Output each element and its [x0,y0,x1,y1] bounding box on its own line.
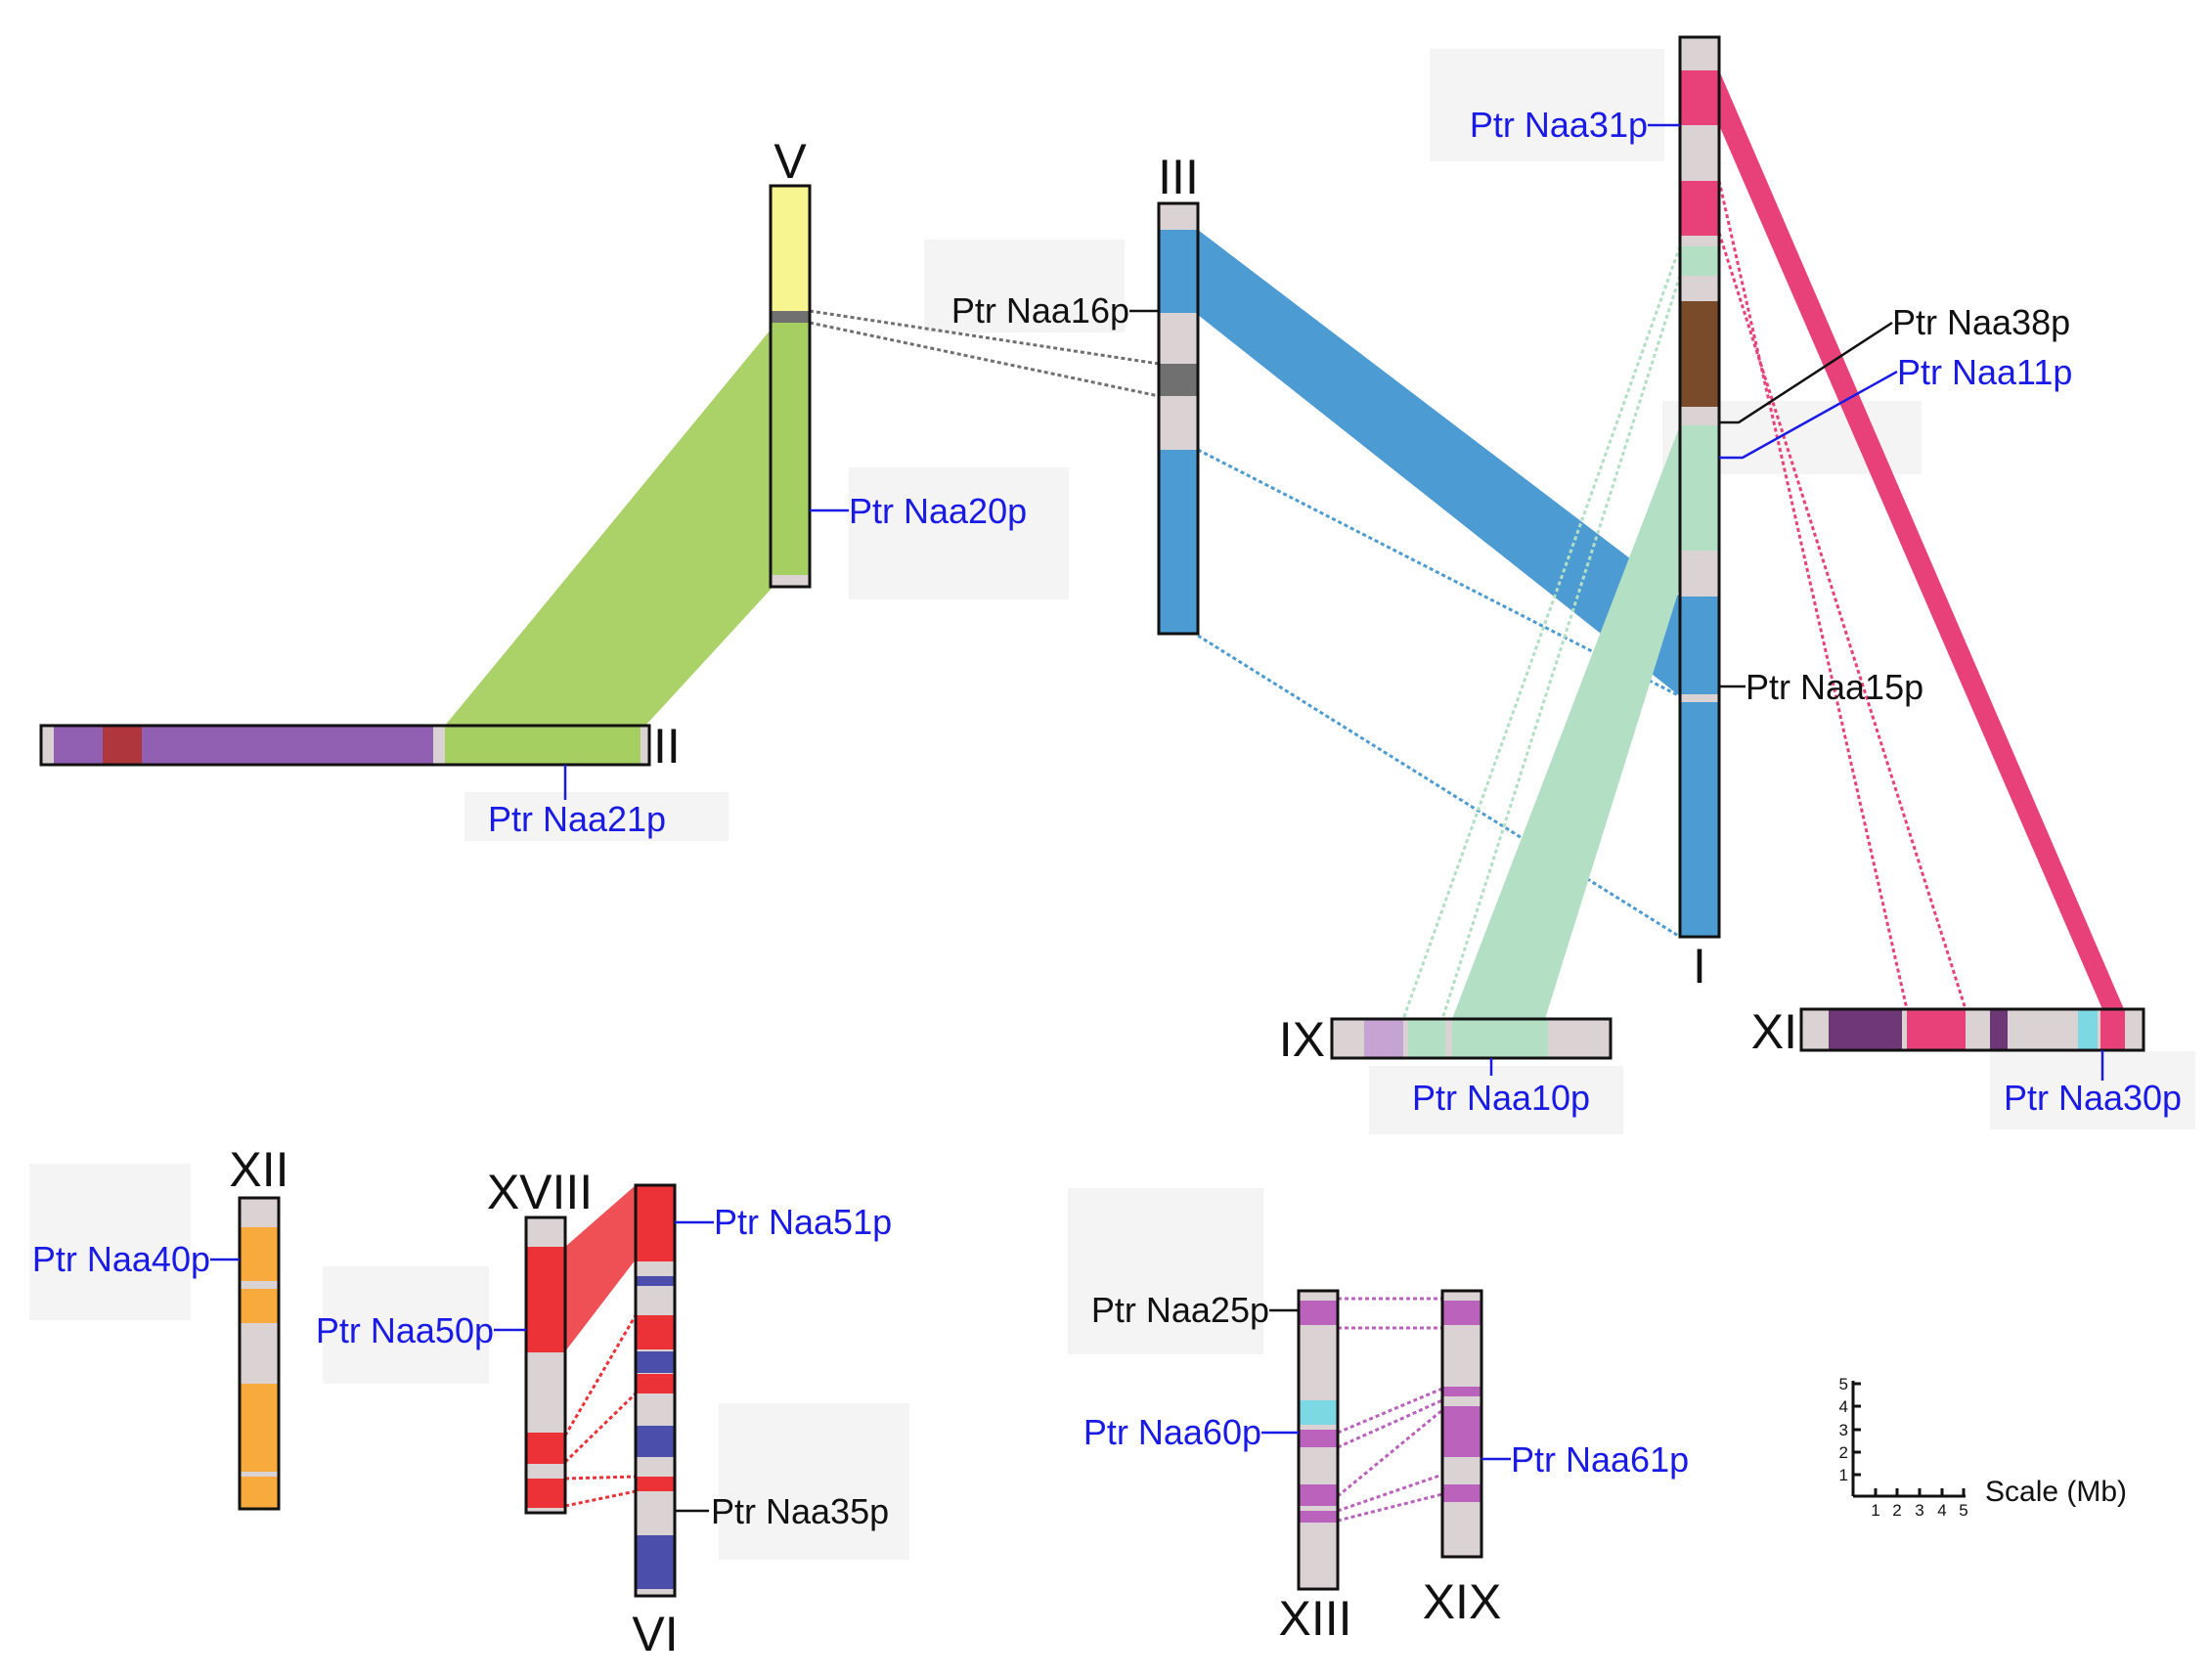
label-backgrounds [29,49,2195,1560]
link-lines-I-XI [1717,180,1967,1010]
chromosome-I [1678,35,1721,939]
leader-naa38 [1719,321,1893,424]
chromosome-XIII [1297,1289,1340,1591]
leader-naa11 [1719,370,1898,460]
chromosome-V [769,184,812,589]
link-lines-XIII-XIX [1337,1297,1443,1523]
link-band-I-IX [1452,425,1680,1019]
chrom-label-XII: XII [229,1142,288,1197]
gene-label-naa15: Ptr Naa15p [1746,667,1923,707]
scale-x-tick-4: 4 [1937,1501,1946,1520]
link-lines-V-III [809,309,1160,398]
link-band-III-I [1198,230,1680,696]
link-band-I-XI [1719,70,2124,1009]
gene-label-naa31: Ptr Naa31p [1470,105,1648,145]
scale-x-tick-2: 2 [1892,1501,1901,1520]
chromosome-XVIII [524,1216,567,1515]
gene-label-naa20: Ptr Naa20p [849,491,1027,531]
chrom-label-XIII: XIII [1278,1591,1351,1646]
scale-label: Scale (Mb) [1985,1476,2127,1508]
chromosome-III [1157,201,1200,636]
chrom-label-IX: IX [1279,1012,1325,1067]
chrom-label-V: V [774,134,807,189]
chromosome-XIX [1440,1289,1483,1559]
chrom-label-XVIII: XVIII [487,1165,593,1219]
gene-label-naa38: Ptr Naa38p [1892,302,2070,342]
chromosome-VI [634,1183,677,1598]
link-band-V-II [445,318,780,726]
chrom-label-II: II [653,719,681,774]
synteny-links [445,70,2124,1523]
scale-bar: 1 2 3 4 5 1 2 3 4 5 Scale (Mb) [1839,1375,2128,1520]
chromosomes [39,35,2145,1598]
gene-label-naa35: Ptr Naa35p [711,1491,889,1531]
gene-label-naa16: Ptr Naa16p [951,290,1129,331]
scale-y-tick-3: 3 [1839,1421,1848,1439]
gene-label-naa30: Ptr Naa30p [2004,1078,2182,1118]
chromosome-XI [1799,1007,2145,1052]
gene-label-naa51: Ptr Naa51p [714,1202,892,1242]
gene-label-naa40: Ptr Naa40p [32,1239,210,1279]
link-lines-XVIII-VI [563,1314,638,1508]
gene-label-naa25: Ptr Naa25p [1091,1290,1269,1330]
scale-x-tick-1: 1 [1871,1501,1879,1520]
scale-y-tick-4: 4 [1839,1397,1848,1416]
chrom-label-XI: XI [1751,1004,1797,1059]
gene-labels: Ptr Naa31p Ptr Naa16p Ptr Naa38p Ptr Naa… [32,105,2182,1531]
chromosome-IX [1330,1017,1613,1060]
chromosome-II [39,724,651,767]
link-band-XVIII-VI [565,1185,636,1351]
gene-leader-lines [210,123,2104,1513]
chromosome-labels: I II III V VI IX XI XII XIII XVIII XIX [229,134,1797,1661]
chrom-label-XIX: XIX [1423,1574,1502,1629]
gene-label-naa11: Ptr Naa11p [1897,352,2072,392]
scale-x-tick-3: 3 [1915,1501,1923,1520]
chrom-label-I: I [1693,939,1706,994]
scale-y-tick-1: 1 [1839,1466,1848,1484]
chrom-label-III: III [1158,150,1199,204]
chromosome-XII [238,1196,281,1511]
gene-label-naa50: Ptr Naa50p [316,1310,494,1350]
gene-label-naa21: Ptr Naa21p [488,799,666,839]
scale-y-tick-5: 5 [1839,1375,1848,1393]
gene-label-naa61: Ptr Naa61p [1511,1439,1689,1480]
link-lines-III-I [1197,448,1681,939]
chrom-label-VI: VI [632,1607,678,1661]
scale-x-tick-5: 5 [1959,1501,1967,1520]
scale-y-tick-2: 2 [1839,1443,1848,1462]
gene-label-naa60: Ptr Naa60p [1083,1412,1261,1452]
gene-label-naa10: Ptr Naa10p [1412,1078,1590,1118]
